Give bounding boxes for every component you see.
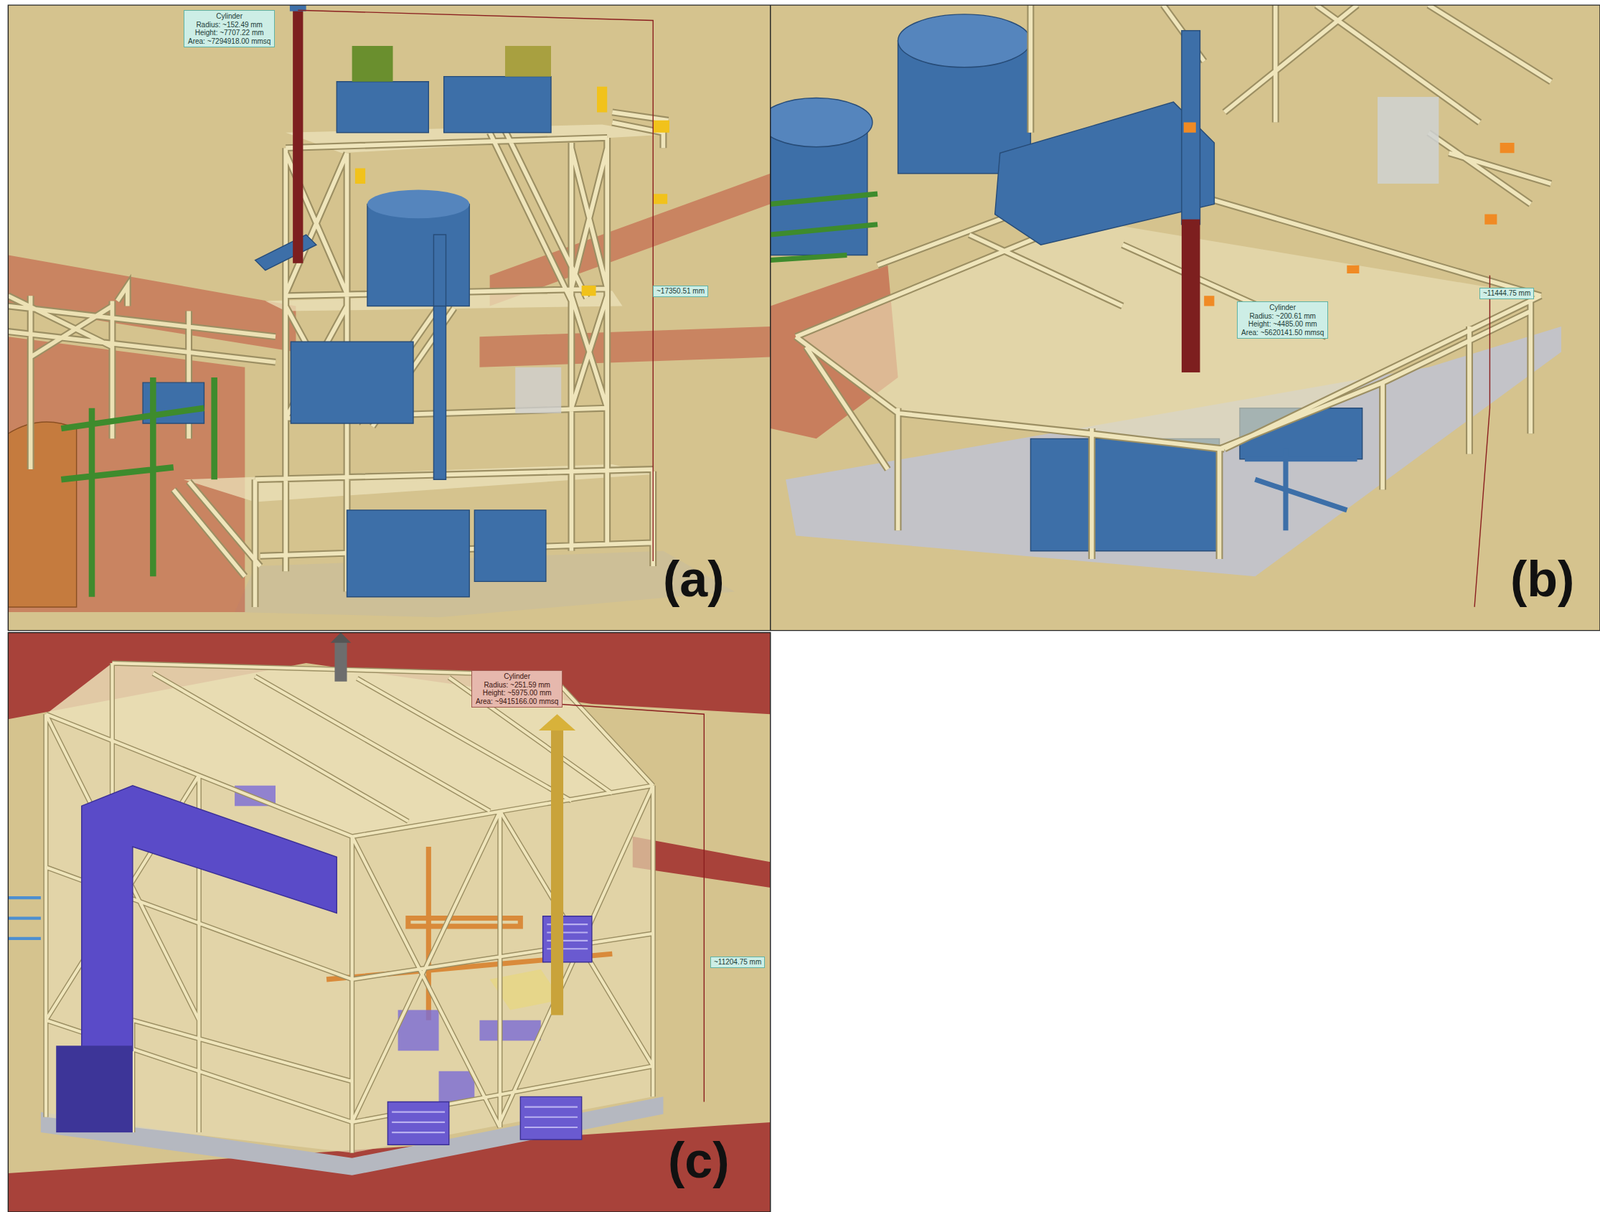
tank-roof xyxy=(770,97,873,147)
tag-marker xyxy=(355,86,670,296)
tag-value: Height: ~7707.22 mm xyxy=(187,28,271,38)
stack xyxy=(1181,219,1201,373)
dimension-tag: ~11204.75 mm xyxy=(710,956,765,968)
dimension-tag: ~17350.51 mm xyxy=(652,285,709,298)
cabinet xyxy=(1377,96,1439,184)
tank-roof xyxy=(898,14,1032,68)
vent-cap xyxy=(330,632,351,643)
tag-value: Area: ~7294918.00 mmsq xyxy=(187,37,271,46)
cabinet xyxy=(515,367,562,414)
tag-heading: Cylinder xyxy=(475,672,559,681)
exhaust-stack xyxy=(551,729,564,1016)
vent-stack xyxy=(334,640,347,682)
equipment-green xyxy=(352,45,394,82)
measurement-tag: CylinderRadius: ~152.49 mmHeight: ~7707.… xyxy=(183,10,275,48)
steel-frame-outline xyxy=(45,662,653,1153)
tag-value: Radius: ~200.61 mm xyxy=(1241,312,1324,321)
measure-line xyxy=(1474,275,1490,607)
green-frame xyxy=(60,377,214,597)
tag-value: Radius: ~152.49 mm xyxy=(187,20,271,30)
measure-line xyxy=(556,703,704,1102)
panel-border xyxy=(7,5,1600,1212)
tag-heading: ~11444.75 mm xyxy=(1483,289,1531,298)
panel-label: (b) xyxy=(1510,553,1575,605)
storage-tank xyxy=(7,421,77,607)
tag-value: Height: ~5975.00 mm xyxy=(475,688,559,698)
vessel-top xyxy=(367,189,470,219)
tag-heading: Cylinder xyxy=(1241,303,1324,313)
scene-ground xyxy=(7,632,770,1212)
pipe xyxy=(1244,449,1357,531)
equipment xyxy=(142,76,552,597)
duct xyxy=(81,785,338,1062)
air-handler xyxy=(55,1045,133,1133)
scene-ground xyxy=(770,5,1600,631)
equipment-yellow xyxy=(505,45,552,77)
clash-plane xyxy=(7,632,770,1212)
steel-frame-outline xyxy=(795,5,1551,559)
measurement-tag: CylinderRadius: ~251.59 mmHeight: ~5975.… xyxy=(471,670,563,708)
tag-value: Area: ~5620141.50 mmsq xyxy=(1241,328,1324,338)
tag-heading: ~11204.75 mm xyxy=(713,957,762,967)
steel-frame xyxy=(45,662,653,1153)
tag-value: Height: ~4485.00 mm xyxy=(1241,320,1324,329)
dimension-tag: ~11444.75 mm xyxy=(1479,287,1534,300)
steel-frame xyxy=(795,5,1551,559)
tag-heading: ~17350.51 mm xyxy=(656,286,705,296)
panel-label: (c) xyxy=(667,1135,730,1186)
scene-ground xyxy=(7,5,770,631)
measurement-tag: CylinderRadius: ~200.61 mmHeight: ~4485.… xyxy=(1236,301,1329,339)
pipe-rack xyxy=(7,285,276,470)
tag-marker xyxy=(1183,122,1515,307)
exhaust-cap xyxy=(538,713,576,731)
green-pipe xyxy=(770,193,878,260)
pipe-rack-outline xyxy=(7,285,276,470)
platform-deck xyxy=(183,124,663,502)
tag-value: Radius: ~251.59 mm xyxy=(475,680,559,690)
side-pipe xyxy=(7,897,41,939)
tag-heading: Cylinder xyxy=(187,12,271,21)
measure-line xyxy=(297,10,653,562)
tag-value: Area: ~9415166.00 mmsq xyxy=(475,697,559,707)
stack xyxy=(292,7,303,263)
panel-label: (a) xyxy=(662,553,725,605)
